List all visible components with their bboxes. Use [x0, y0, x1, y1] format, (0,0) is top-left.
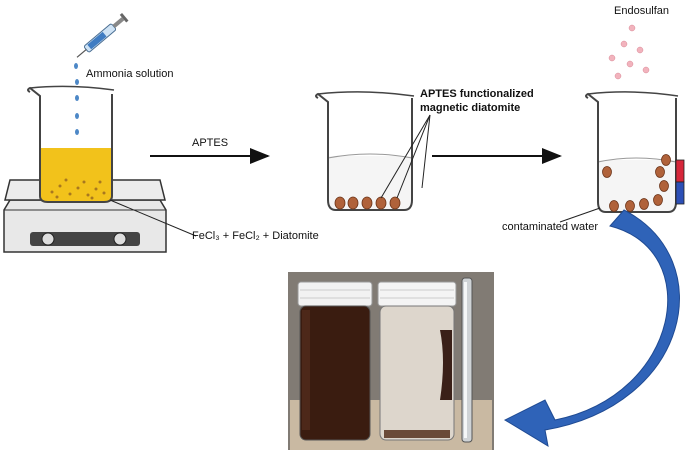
particles-beaker-2: [334, 196, 401, 210]
beaker-1: [27, 85, 115, 203]
endosulfan-drops: [608, 24, 650, 80]
particles-beaker-3: [602, 154, 671, 212]
functionalized-label-2: magnetic diatomite: [420, 102, 520, 114]
reagents-label: FeCl₃ + FeCl₂ + Diatomite: [192, 230, 319, 242]
functionalized-label-1: APTES functionalized: [420, 88, 534, 100]
beaker-2: [315, 91, 415, 211]
endosulfan-label: Endosulfan: [614, 5, 669, 17]
curved-arrow: [503, 209, 680, 448]
syringe-icon: [76, 12, 129, 58]
aptes-label: APTES: [192, 137, 228, 149]
magnet-icon: [675, 159, 685, 205]
ammonia-label: Ammonia solution: [86, 68, 173, 80]
pointer-lines: [380, 114, 431, 199]
contaminated-label: contaminated water: [502, 221, 598, 233]
beaker-3: [585, 91, 679, 213]
vials-photo: [288, 272, 494, 450]
ammonia-drops: [74, 63, 79, 135]
